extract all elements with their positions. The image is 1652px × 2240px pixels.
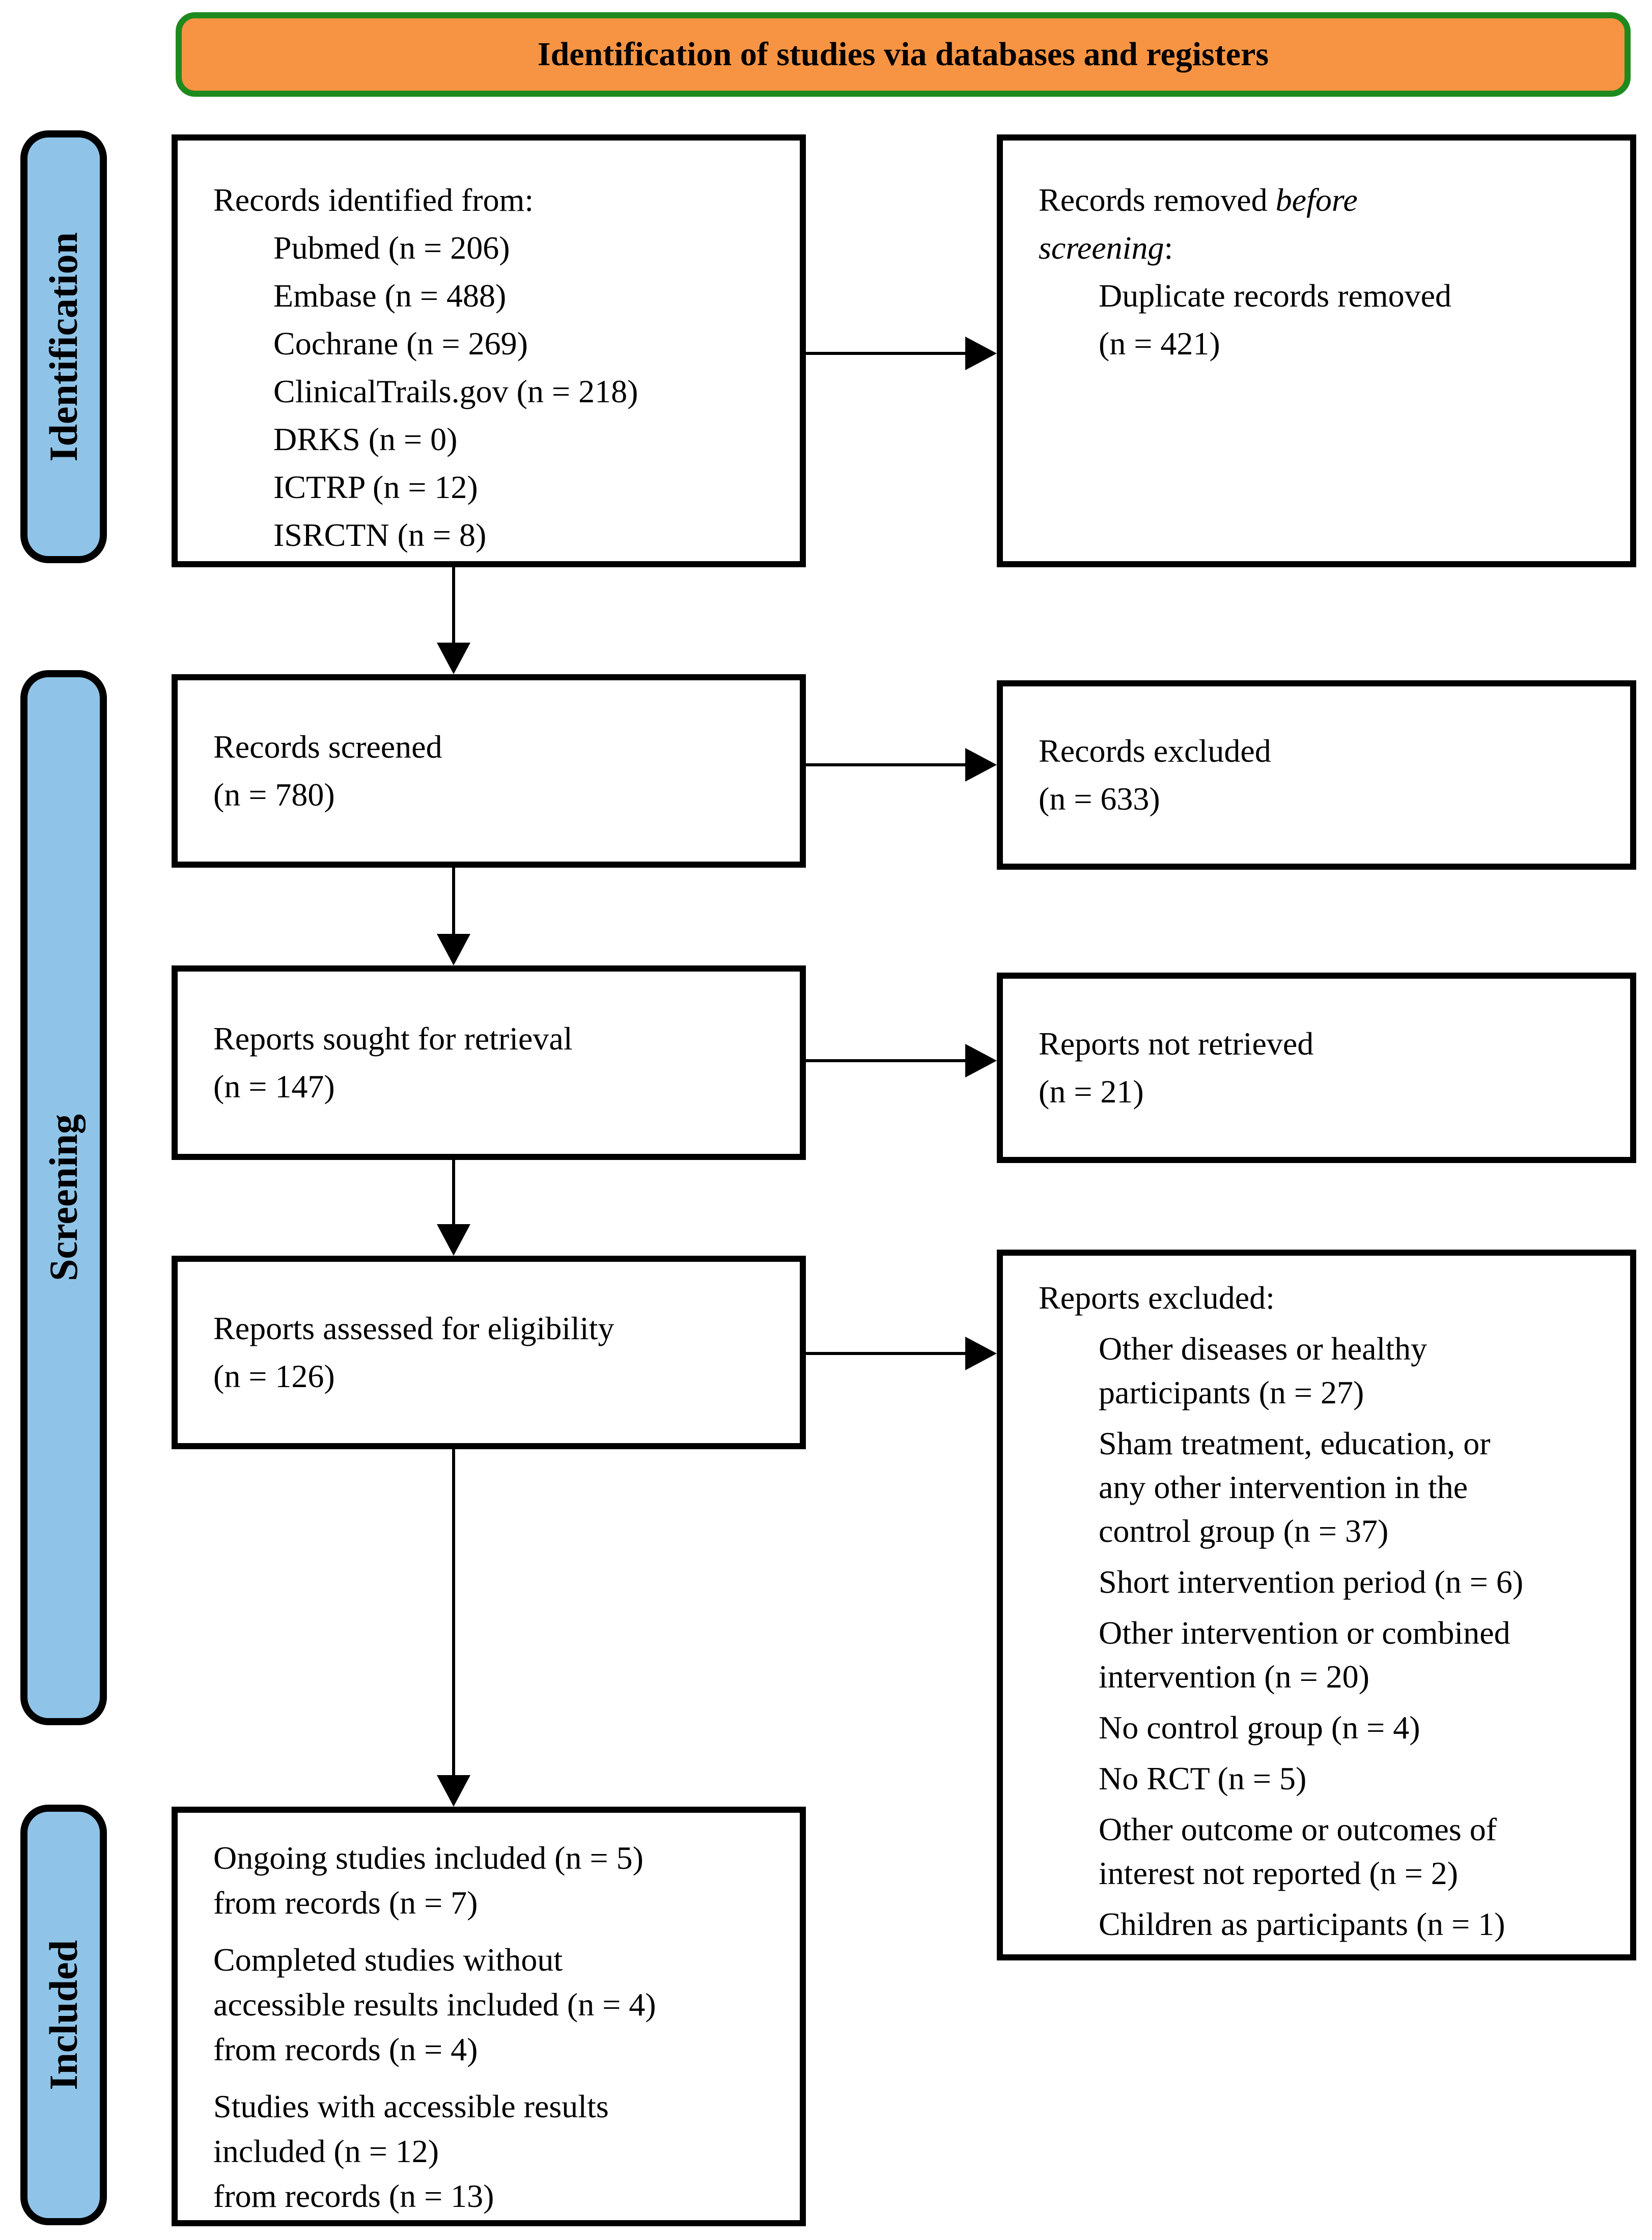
box-item: Short intervention period (n = 6) [1099,1564,1524,1600]
box-item: Records excluded(n = 633) [1039,733,1271,817]
stage-label-identification: Identification [20,130,107,563]
box-item: Reports not retrieved(n = 21) [1039,1026,1314,1110]
box-item: ClinicalTrails.gov (n = 218) [273,373,638,409]
box-title: Reports excluded: [1039,1280,1275,1316]
box-item: Reports sought for retrieval(n = 147) [213,1020,573,1104]
arrow-assessed-to-reportsexcluded-line [806,1352,965,1355]
box-item: Duplicate records removed(n = 421) [1099,278,1452,362]
box-item: Embase (n = 488) [273,278,507,314]
box-title: Records identified from: [213,182,534,218]
stage-label-included-text: Included [41,1940,86,2090]
box-item: Children as participants (n = 1) [1099,1906,1505,1942]
box-reports-sought-for-retrieval: Reports sought for retrieval(n = 147) [172,965,806,1160]
box-reports-excluded: Reports excluded: Other diseases or healt… [997,1250,1636,1960]
arrow-identified-to-removed-head [965,337,997,370]
arrow-sought-to-notretrieved-line [806,1059,965,1062]
arrow-identified-to-screened-head [437,643,470,674]
box-item: ISRCTN (n = 8) [273,517,487,553]
box-records-excluded: Records excluded(n = 633) [997,680,1636,870]
arrow-assessed-to-included-line [452,1449,455,1775]
stage-label-identification-text: Identification [41,232,86,462]
header-title: Identification of studies via databases … [537,36,1269,73]
arrow-sought-to-assessed-head [437,1224,470,1256]
arrow-screened-to-excluded-line [806,763,965,766]
box-item: Ongoing studies included (n = 5)from rec… [213,1840,643,1921]
box-item: Pubmed (n = 206) [273,230,510,266]
stage-label-screening: Screening [20,670,107,1725]
arrow-sought-to-notretrieved-head [965,1044,997,1077]
arrow-screened-to-sought-head [437,934,470,965]
box-item: ICTRP (n = 12) [273,469,478,505]
arrow-screened-to-excluded-head [965,748,997,782]
box-records-identified: Records identified from: Pubmed (n = 206)… [172,134,806,567]
stage-label-included: Included [20,1805,107,2225]
arrow-screened-to-sought-line [452,868,455,934]
box-item: No control group (n = 4) [1099,1709,1420,1746]
box-item: Cochrane (n = 269) [273,325,528,362]
box-reports-assessed-for-eligibility: Reports assessed for eligibility(n = 126… [172,1256,806,1449]
box-item: DRKS (n = 0) [273,421,458,457]
stage-label-screening-text: Screening [41,1114,86,1281]
box-item: Records screened(n = 780) [213,729,442,813]
arrow-sought-to-assessed-line [452,1159,455,1224]
arrow-identified-to-removed-line [806,352,965,355]
arrow-assessed-to-included-head [437,1775,470,1807]
header-banner: Identification of studies via databases … [176,12,1631,97]
box-included-studies: Ongoing studies included (n = 5)from rec… [172,1807,806,2226]
arrow-assessed-to-reportsexcluded-head [965,1337,997,1370]
box-item: No RCT (n = 5) [1099,1760,1307,1796]
box-reports-not-retrieved: Reports not retrieved(n = 21) [997,973,1636,1163]
box-records-screened: Records screened(n = 780) [172,674,806,868]
arrow-identified-to-screened-line [452,567,455,643]
box-item: Reports assessed for eligibility(n = 126… [213,1310,614,1394]
